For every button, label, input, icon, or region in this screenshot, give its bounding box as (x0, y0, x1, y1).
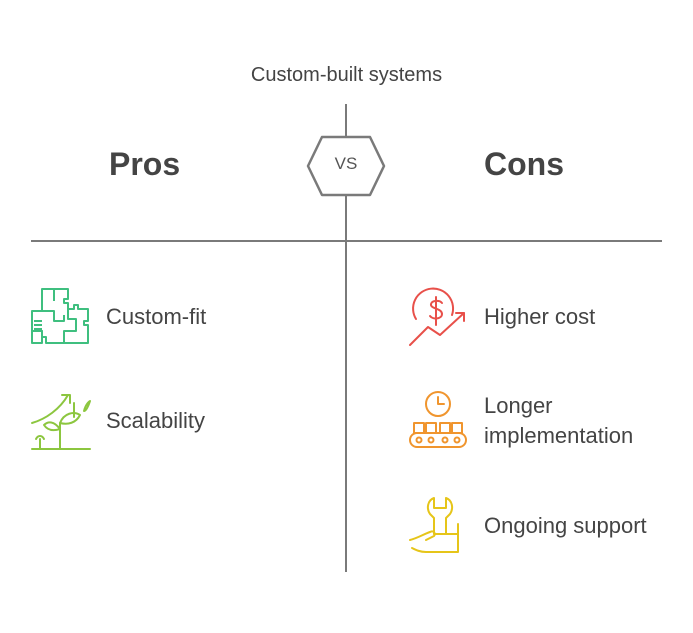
pro-label: Custom-fit (106, 304, 207, 329)
pro-item-custom-fit: Custom-fit (28, 285, 206, 349)
pros-heading: Pros (109, 146, 181, 182)
con-item-ongoing-support: Ongoing support (406, 494, 684, 558)
clock-conveyor-icon (409, 391, 467, 448)
diagram-title: Custom-built systems (250, 64, 443, 86)
con-label: Ongoing support (484, 513, 647, 538)
pro-item-scalability: Scalability (28, 389, 205, 453)
horizontal-divider (31, 240, 662, 242)
pro-label: Scalability (106, 408, 206, 433)
dollar-rising-icon (409, 287, 465, 346)
wrench-hand-icon (409, 497, 459, 553)
vs-label: VS (334, 154, 358, 173)
con-label: Longer implementation (484, 393, 634, 448)
vertical-divider (345, 104, 347, 572)
growing-plant-icon (31, 394, 91, 450)
puzzle-floorplan-icon (31, 288, 89, 344)
vs-badge-icon (306, 135, 386, 197)
con-item-longer-implementation: Longer implementation (406, 389, 684, 453)
cons-heading: Cons (484, 146, 564, 182)
con-label: Higher cost (484, 304, 596, 329)
con-item-higher-cost: Higher cost (406, 285, 595, 349)
